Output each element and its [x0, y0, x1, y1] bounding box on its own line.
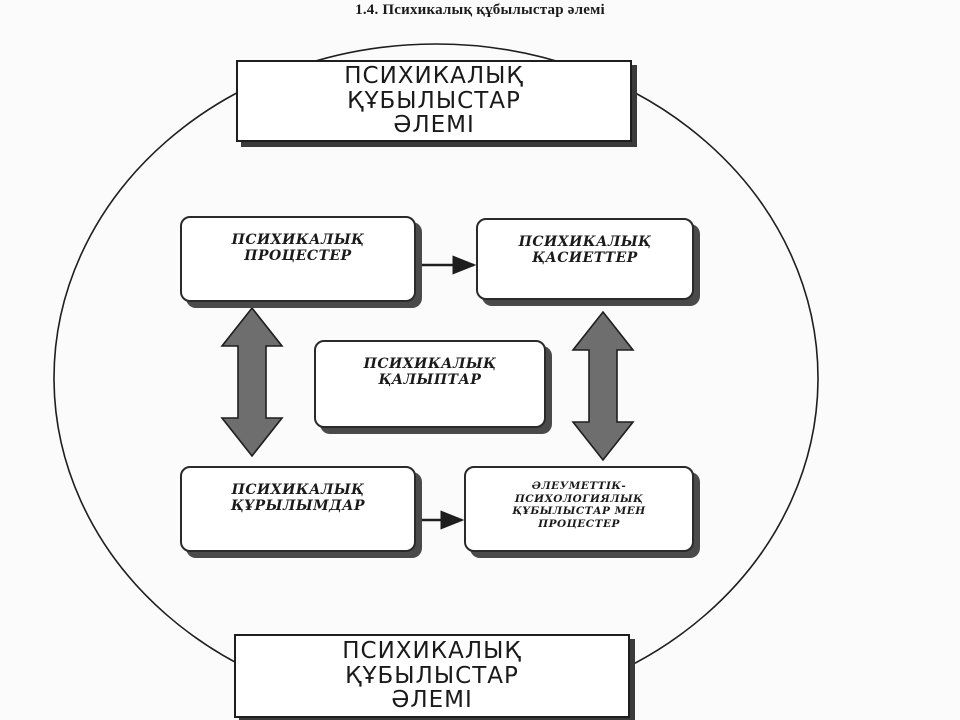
title-bottom-line-3: ӘЛЕМІ — [391, 687, 473, 714]
node-socio-line-3: ҚҰБЫЛЫСТАР МЕН — [512, 505, 646, 518]
node-socio-line-4: ПРОЦЕСТЕР — [538, 517, 620, 530]
node-socio-line-1: ӘЛЕУМЕТТІК- — [531, 480, 627, 492]
title-box-bottom: ПСИХИКАЛЫҚ ҚҰБЫЛЫСТАР ӘЛЕМІ — [234, 634, 630, 718]
node-structures-line-2: ҚҰРЫЛЫМДАР — [230, 498, 366, 515]
title-bottom-line-2: ҚҰБЫЛЫСТАР — [345, 662, 519, 689]
figure-caption: 1.4. Психикалық құбылыстар әлемі — [355, 2, 605, 18]
title-top-line-2: ҚҰБЫЛЫСТАР — [347, 87, 521, 114]
double-arrow-right — [571, 310, 635, 462]
title-box-top: ПСИХИКАЛЫҚ ҚҰБЫЛЫСТАР ӘЛЕМІ — [236, 60, 632, 142]
node-psychic-processes: ПСИХИКАЛЫҚ ПРОЦЕСТЕР — [180, 216, 416, 302]
title-top-line-3: ӘЛЕМІ — [393, 112, 475, 139]
double-arrow-left — [220, 306, 284, 458]
title-top-line-1: ПСИХИКАЛЫҚ — [344, 63, 524, 90]
node-socio-line-2: ПСИХОЛОГИЯЛЫҚ — [514, 492, 644, 505]
node-processes-line-2: ПРОЦЕСТЕР — [244, 248, 352, 265]
node-psychic-states: ПСИХИКАЛЫҚ ҚАЛЫПТАР — [314, 340, 546, 428]
node-properties-line-1: ПСИХИКАЛЫҚ — [518, 234, 652, 250]
node-structures-line-1: ПСИХИКАЛЫҚ — [231, 482, 365, 498]
node-socio-psychological: ӘЛЕУМЕТТІК- ПСИХОЛОГИЯЛЫҚ ҚҰБЫЛЫСТАР МЕН… — [464, 466, 694, 552]
node-psychic-structures: ПСИХИКАЛЫҚ ҚҰРЫЛЫМДАР — [180, 466, 416, 552]
node-psychic-properties: ПСИХИКАЛЫҚ ҚАСИЕТТЕР — [476, 218, 694, 300]
node-properties-line-2: ҚАСИЕТТЕР — [532, 250, 638, 267]
node-states-line-2: ҚАЛЫПТАР — [378, 372, 482, 389]
node-processes-line-1: ПСИХИКАЛЫҚ — [231, 232, 365, 248]
node-states-line-1: ПСИХИКАЛЫҚ — [363, 356, 497, 372]
title-bottom-line-1: ПСИХИКАЛЫҚ — [342, 638, 522, 665]
